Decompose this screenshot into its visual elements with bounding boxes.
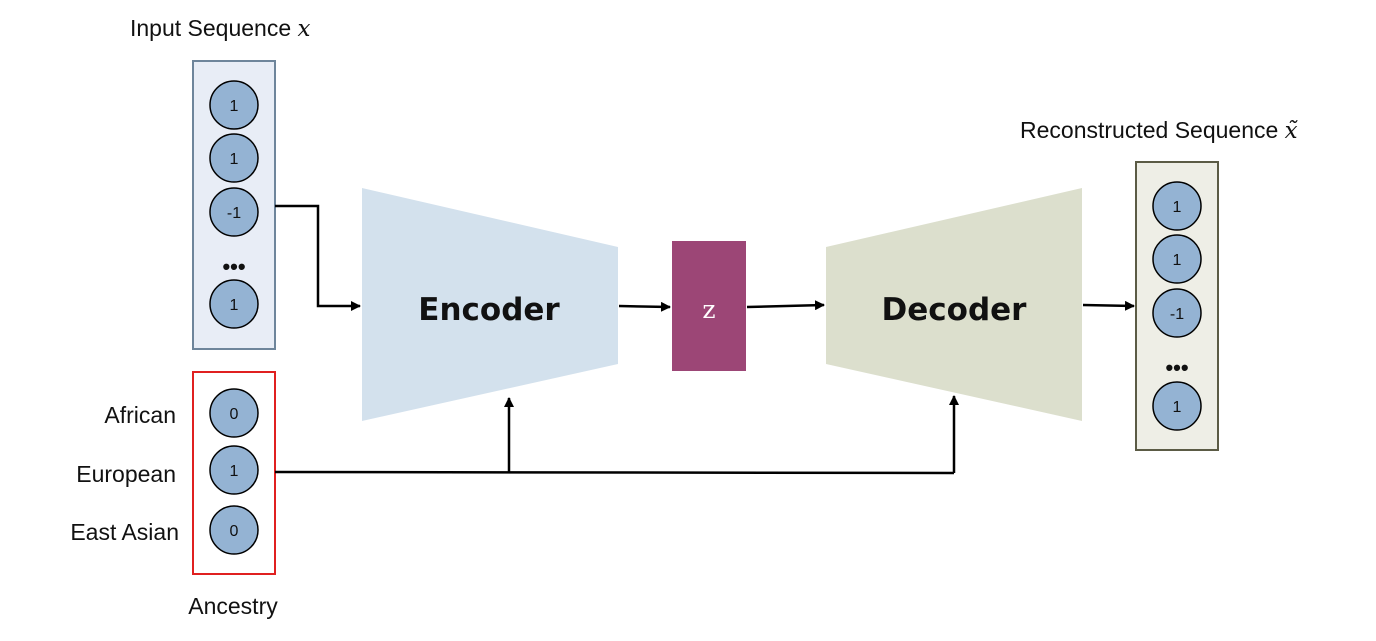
ancestry-label-african: African [104, 402, 176, 428]
input-node: 1 [209, 80, 259, 130]
output-ellipsis: ••• [1165, 355, 1188, 380]
output-node: 1 [1152, 181, 1202, 231]
ancestry-node: 1 [209, 445, 259, 495]
reconstructed-sequence-title: Reconstructed Sequence x̃ [1020, 117, 1298, 144]
input-to-encoder-arrow [275, 204, 361, 311]
ancestry-node: 0 [209, 505, 259, 555]
svg-text:-1: -1 [227, 205, 241, 222]
latent-z-box [672, 241, 746, 371]
input-ellipsis: ••• [222, 254, 245, 279]
svg-text:1: 1 [230, 98, 239, 115]
output-node: -1 [1152, 288, 1202, 338]
ancestry-label-european: European [76, 461, 176, 487]
output-node: 1 [1152, 234, 1202, 284]
latent-z-label: z [702, 295, 715, 324]
ancestry-node: 0 [209, 388, 259, 438]
encoder-label: Encoder [418, 292, 560, 328]
svg-text:1: 1 [230, 151, 239, 168]
input-node: 1 [209, 279, 259, 329]
output-node: 1 [1152, 381, 1202, 431]
ancestry-title: Ancestry [188, 593, 278, 619]
svg-text:1: 1 [1173, 399, 1182, 416]
input-node: -1 [209, 187, 259, 237]
ancestry-label-east-asian: East Asian [70, 519, 179, 545]
decoder-label: Decoder [882, 292, 1028, 328]
decoder-block [826, 188, 1082, 421]
ancestry-condition-line [274, 470, 955, 475]
input-sequence-title: Input Sequence x [130, 15, 311, 42]
svg-text:1: 1 [1173, 252, 1182, 269]
svg-text:1: 1 [1173, 199, 1182, 216]
svg-text:0: 0 [230, 406, 239, 423]
svg-text:1: 1 [230, 297, 239, 314]
encoder-block [362, 188, 618, 421]
encoder-to-z-arrow [618, 301, 671, 312]
svg-text:-1: -1 [1170, 306, 1184, 323]
decoder-to-output-arrow [1082, 300, 1135, 311]
z-to-decoder-arrow [746, 300, 825, 311]
svg-text:0: 0 [230, 523, 239, 540]
input-node: 1 [209, 133, 259, 183]
svg-text:1: 1 [230, 463, 239, 480]
